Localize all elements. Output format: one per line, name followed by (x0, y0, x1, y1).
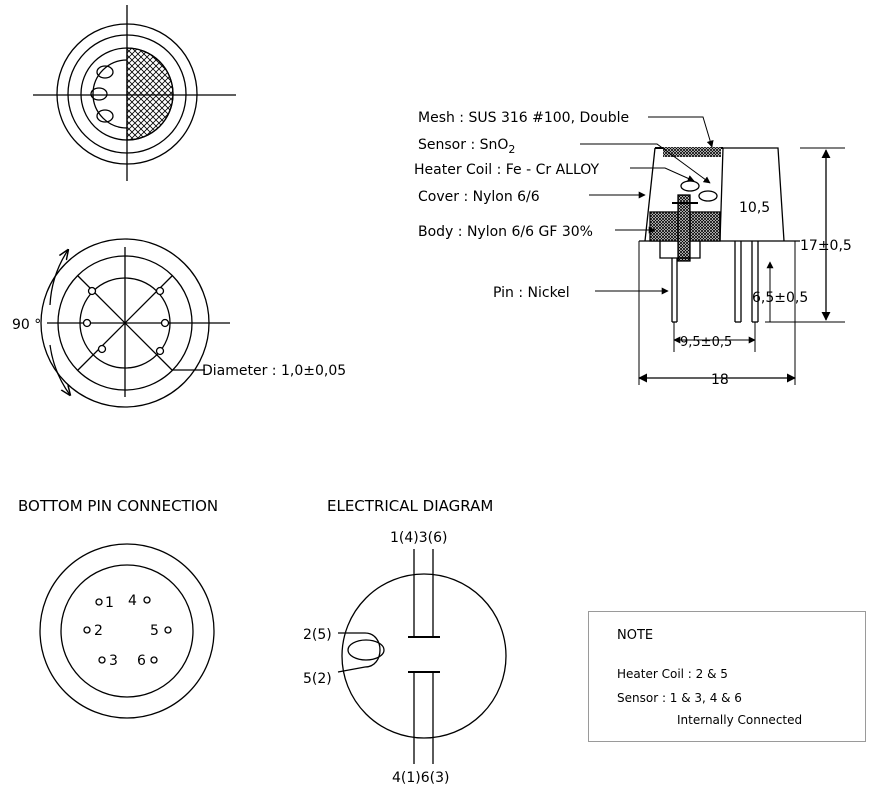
top-view-inner-ring (67, 34, 187, 154)
mesh-region (126, 47, 174, 141)
body-lower-step (659, 241, 701, 259)
top-view-lug-2 (90, 87, 108, 101)
pin-dot-6 (150, 656, 158, 664)
note-title: NOTE (617, 628, 654, 643)
pin-hole-2 (155, 286, 165, 296)
mesh-leader (648, 116, 714, 148)
top-view-cover-arc (92, 59, 128, 129)
heater-coil-label: Heater Coil : Fe - Cr ALLOY (414, 162, 600, 178)
pin-number-2: 2 (94, 623, 103, 639)
top-view-lug-3 (96, 109, 114, 123)
pin-dot-4 (143, 596, 151, 604)
pin-dot-5 (164, 626, 172, 634)
pin-number-6: 6 (137, 653, 146, 669)
top-view-outer-ring (56, 23, 198, 165)
top-view-mesh-ring (80, 47, 174, 141)
pin-dot-1 (95, 598, 103, 606)
pin-length-label: 6,5±0,5 (752, 290, 808, 306)
pin-dot-2 (83, 626, 91, 634)
sensor-leader (580, 143, 711, 184)
side-view (580, 116, 845, 385)
note-sensor-line: Sensor : 1 & 3, 4 & 6 (617, 691, 742, 705)
electrical-title: ELECTRICAL DIAGRAM (327, 497, 493, 515)
sensor-element-section (698, 190, 718, 202)
pin-hole-1 (87, 286, 97, 296)
pin-label: Pin : Nickel (493, 285, 570, 301)
inner-height-label: 10,5 (739, 200, 770, 216)
right-cover-outline (723, 147, 785, 242)
note-connected-line: Internally Connected (677, 713, 803, 727)
pin-number-3: 3 (109, 653, 118, 669)
pin-number-1: 1 (105, 595, 114, 611)
cover-label: Cover : Nylon 6/6 (418, 189, 540, 205)
angle-view (40, 238, 230, 408)
pin-dot-3 (98, 656, 106, 664)
pin-hole-6 (155, 346, 165, 356)
heater-coil-loop (347, 639, 385, 661)
electrical-diagram (337, 549, 507, 764)
bottom-inner-circle (60, 564, 194, 698)
bottom-outer-circle (39, 543, 215, 719)
angle-arc-bottom (49, 344, 70, 395)
electrical-outer-circle (341, 573, 507, 739)
left-cover-wall (644, 147, 656, 242)
heater-leader (630, 167, 695, 182)
pin-hole-3 (82, 318, 92, 328)
coil-bottom-label: 5(2) (303, 671, 332, 687)
total-height-label: 17±0,5 (800, 238, 852, 254)
mesh-section (663, 147, 721, 157)
mesh-label: Mesh : SUS 316 #100, Double (418, 110, 629, 126)
body-label: Body : Nylon 6/6 GF 30% (418, 224, 593, 240)
heater-coil-lead (337, 632, 381, 673)
pin-spacing-label: 9,5±0,5 (680, 335, 732, 350)
angle-label: 90 ° (12, 317, 41, 333)
width-label: 18 (711, 372, 729, 388)
electrical-top-label: 1(4)3(6) (390, 530, 447, 546)
note-heater-line: Heater Coil : 2 & 5 (617, 667, 728, 681)
pin-number-5: 5 (150, 623, 159, 639)
coil-top-label: 2(5) (303, 627, 332, 643)
bottom-pin-title: BOTTOM PIN CONNECTION (18, 497, 218, 515)
pin-number-4: 4 (128, 593, 137, 609)
top-view (33, 5, 236, 181)
sensor-label: Sensor : SnO2 (418, 137, 515, 156)
bottom-pin-view (39, 543, 215, 719)
pin-hole-4 (160, 318, 170, 328)
electrical-bottom-label: 4(1)6(3) (392, 770, 449, 786)
heater-coil-section (680, 180, 700, 192)
top-view-lug-1 (96, 65, 114, 79)
angle-arc-top (49, 250, 68, 306)
diameter-label: Diameter : 1,0±0,05 (202, 363, 346, 379)
pin-hole-5 (97, 344, 107, 354)
pin-socket (677, 194, 691, 262)
note-box: NOTE Heater Coil : 2 & 5 Sensor : 1 & 3,… (588, 611, 866, 742)
